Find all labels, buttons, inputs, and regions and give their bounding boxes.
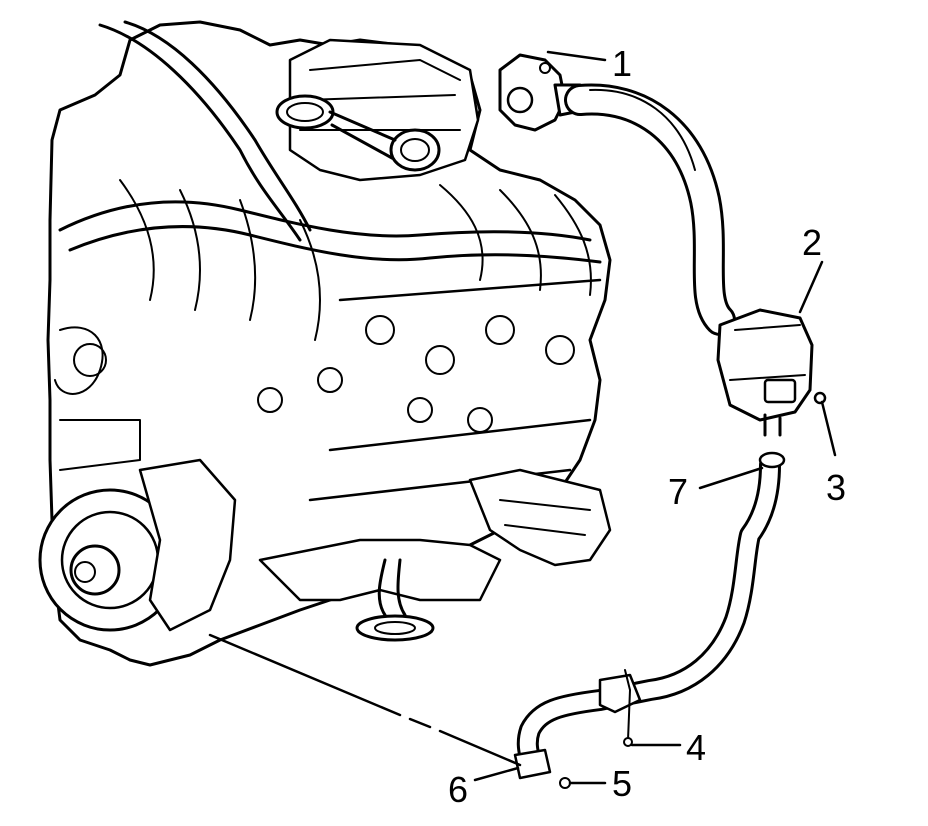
- leader-3: [820, 400, 837, 457]
- connection-line-c: [438, 729, 522, 767]
- leader-6: [473, 766, 520, 782]
- adapter-bolt: [539, 62, 551, 74]
- connection-line-b: [408, 717, 432, 729]
- lower-vent-tube: [519, 457, 778, 768]
- tube-bracket: [598, 673, 642, 714]
- lower-fastener: [559, 777, 571, 789]
- callout-3: 3: [826, 467, 846, 508]
- water-pump: [138, 458, 237, 632]
- tube-upper-end: [758, 451, 786, 469]
- air-duct-outlet: [389, 128, 441, 172]
- upper-vent-hose: [567, 86, 733, 333]
- callout-1: 1: [612, 43, 632, 84]
- connection-line-a: [208, 633, 402, 717]
- exhaust-manifold: [468, 468, 612, 567]
- tube-lower-end: [513, 748, 552, 780]
- engine-assembly: [38, 20, 612, 667]
- head-detail: [257, 315, 575, 433]
- callout-5: 5: [612, 763, 632, 804]
- throttle-body: [275, 94, 335, 130]
- callout-labels: 1 2 3 4 5 6 7: [448, 43, 846, 810]
- callout-7: 7: [668, 471, 688, 512]
- leader-1: [546, 50, 607, 62]
- callout-leaders: [473, 50, 837, 785]
- callout-2: 2: [802, 222, 822, 263]
- oil-separator: [716, 308, 814, 437]
- oil-pan: [258, 538, 502, 602]
- leader-7: [698, 466, 764, 490]
- bracket-bolt: [623, 737, 633, 747]
- callout-4: 4: [686, 727, 706, 768]
- leader-2: [798, 260, 824, 314]
- oil-pickup-flange: [355, 614, 435, 642]
- callout-6: 6: [448, 769, 468, 810]
- crankcase-vent-system: [498, 53, 827, 789]
- separator-bolt: [813, 391, 827, 405]
